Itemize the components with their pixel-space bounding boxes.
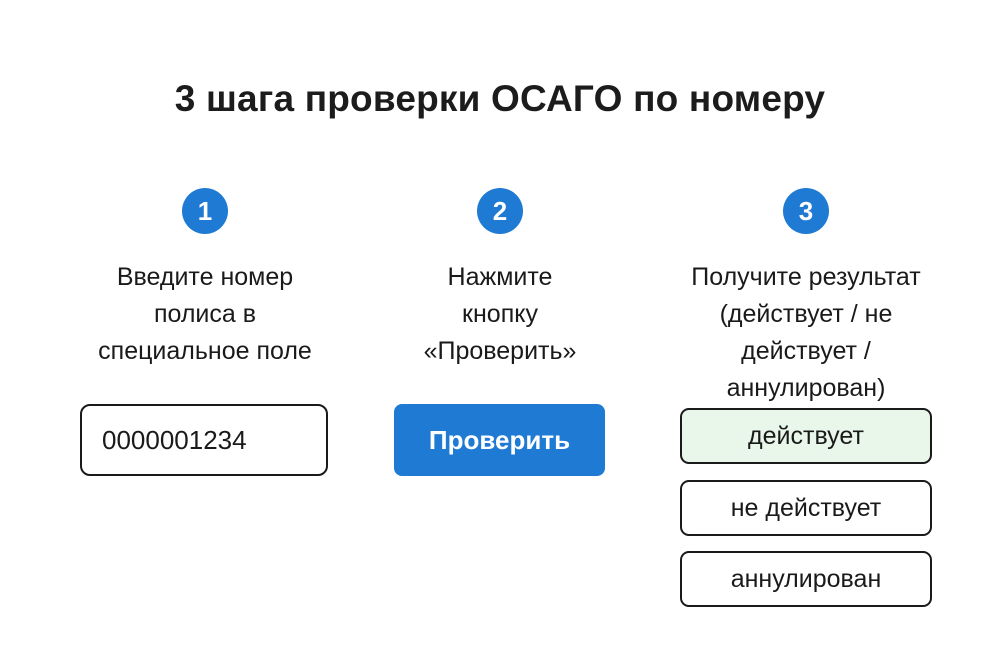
step-text-line: Нажмите — [447, 263, 553, 291]
step-text-line: действует / — [741, 337, 871, 365]
step-description: Введите номер полиса в специальное поле — [55, 259, 355, 370]
step-text-line: «Проверить» — [423, 337, 577, 365]
step-3: 3 Получите результат (действует / не дей… — [656, 188, 956, 407]
step-number-badge: 1 — [182, 188, 228, 234]
step-text-line: аннулирован) — [726, 374, 886, 402]
step-number-badge: 2 — [477, 188, 523, 234]
result-cancelled-option: аннулирован — [680, 551, 932, 607]
step-number-badge: 3 — [783, 188, 829, 234]
step-text-line: Получите результат — [691, 263, 921, 291]
step-1: 1 Введите номер полиса в специальное пол… — [55, 188, 355, 370]
step-text-line: специальное поле — [98, 337, 312, 365]
result-inactive-option: не действует — [680, 480, 932, 536]
step-text-line: (действует / не — [719, 300, 893, 328]
step-2: 2 Нажмите кнопку «Проверить» — [350, 188, 650, 370]
step-text-line: Введите номер — [116, 263, 294, 291]
step-text-line: кнопку — [462, 300, 538, 328]
step-description: Нажмите кнопку «Проверить» — [350, 259, 650, 370]
step-description: Получите результат (действует / не дейст… — [656, 259, 956, 407]
policy-number-input[interactable] — [80, 404, 328, 476]
check-button[interactable]: Проверить — [394, 404, 605, 476]
result-active-option: действует — [680, 408, 932, 464]
page-title: 3 шага проверки ОСАГО по номеру — [174, 78, 826, 119]
step-text-line: полиса в — [153, 300, 257, 328]
